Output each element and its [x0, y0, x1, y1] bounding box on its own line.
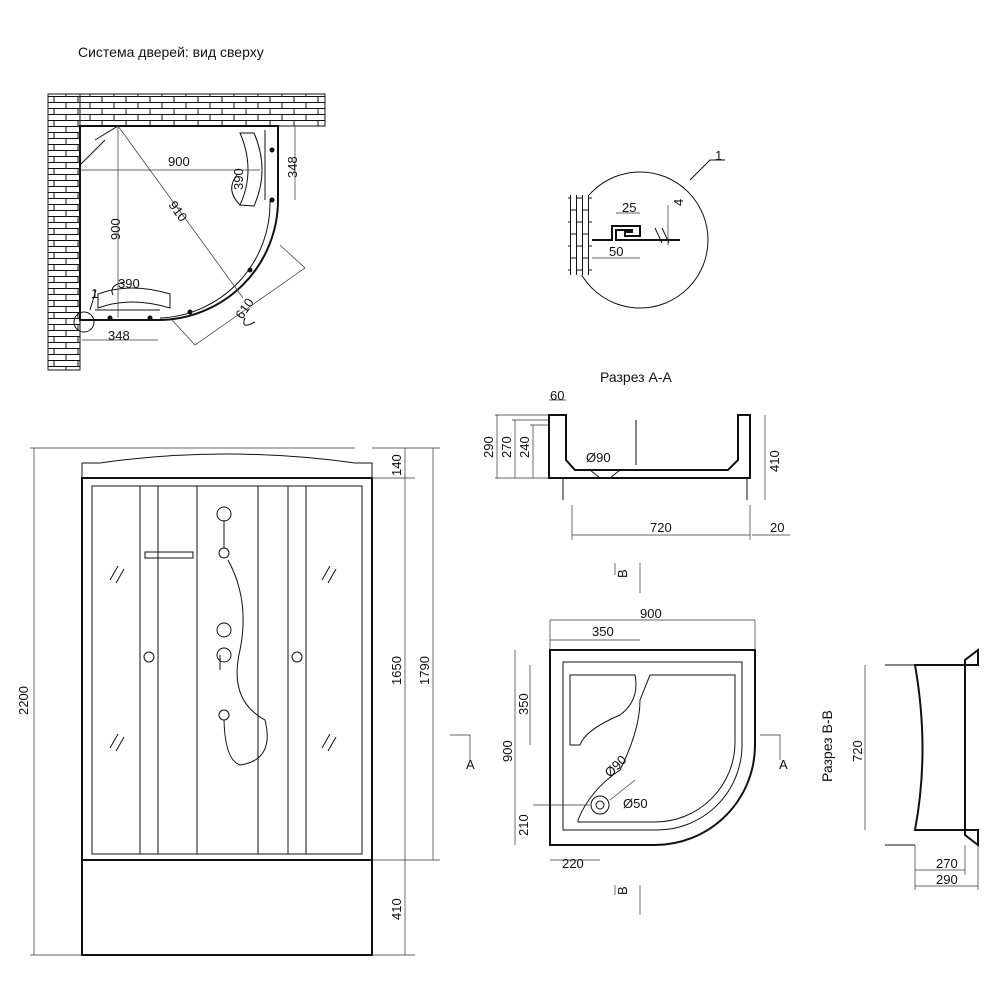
- detail-view: 1 25 4 50: [568, 148, 725, 309]
- detail-dim-4: 4: [671, 199, 686, 206]
- dim-348-bottom: 348: [108, 328, 130, 343]
- tray-dim-900-top: 900: [640, 606, 662, 621]
- section-bb-dim-290: 290: [936, 872, 958, 887]
- cabin-dim-2200: 2200: [16, 686, 31, 715]
- faucet-icon: [218, 547, 230, 559]
- tray-dim-210: 210: [516, 814, 531, 836]
- dim-900-top: 900: [168, 154, 190, 169]
- cabin-dim-1650: 1650: [389, 656, 404, 685]
- section-aa-dim-60: 60: [550, 388, 564, 403]
- detail-callout: 1: [715, 148, 722, 163]
- section-aa-dim-410: 410: [767, 450, 782, 472]
- top-view: 900 900 910 348 348 390 390 610 1: [47, 93, 326, 371]
- detail-dim-25: 25: [622, 200, 636, 215]
- detail-dim-50: 50: [609, 244, 623, 259]
- brick-wall-icon: [568, 195, 592, 275]
- tray-dim-350-left: 350: [516, 693, 531, 715]
- door-handle-icon: [291, 651, 303, 663]
- tray-dim-220: 220: [562, 856, 584, 871]
- section-aa-dim-d90: Ø90: [586, 450, 611, 465]
- callout-1-top: 1: [91, 286, 98, 301]
- section-aa-dim-20: 20: [770, 520, 784, 535]
- faucet-icon: [218, 709, 230, 721]
- section-bb: 720 270 290: [850, 647, 979, 890]
- section-aa-dim-290: 290: [481, 436, 496, 458]
- marker-b-top: B: [615, 569, 630, 578]
- door-handle-icon: [143, 651, 155, 663]
- faucet-icon: [216, 622, 232, 638]
- dim-348-right: 348: [285, 156, 300, 178]
- dim-610: 610: [232, 295, 257, 321]
- tray-dim-350-top: 350: [592, 624, 614, 639]
- brick-wall-icon: [47, 93, 81, 371]
- section-aa-dim-720: 720: [650, 520, 672, 535]
- section-bb-dim-720: 720: [850, 740, 865, 762]
- section-aa: 60 290 270 240 Ø90 410 720 20: [481, 388, 790, 540]
- tray-plan: 900 350 350 900 Ø90 Ø50 210 220 A A B B: [450, 563, 788, 915]
- marker-b-bottom: B: [615, 886, 630, 895]
- section-bb-dim-270: 270: [936, 856, 958, 871]
- top-view-title: Система дверей: вид сверху: [78, 44, 264, 60]
- cabin-dim-1790: 1790: [417, 656, 432, 685]
- faucet-icon: [216, 647, 232, 663]
- tray-dim-d90: Ø90: [602, 752, 630, 780]
- dim-390-top: 390: [231, 168, 246, 190]
- dim-390-left: 390: [118, 276, 140, 291]
- drain-icon: [590, 795, 610, 815]
- section-bb-title: Разрез B-B: [819, 710, 835, 782]
- dim-900-left: 900: [108, 218, 123, 240]
- tray-dim-d50: Ø50: [623, 796, 648, 811]
- cabin-dim-410: 410: [389, 898, 404, 920]
- marker-a-left: A: [466, 757, 475, 772]
- shower-head-icon: [216, 506, 232, 522]
- section-aa-title: Разрез А-А: [600, 369, 672, 385]
- section-aa-dim-270: 270: [499, 436, 514, 458]
- cabin-front-view: 2200 140 1650 1790 410: [16, 447, 440, 956]
- tray-dim-900-left: 900: [500, 740, 515, 762]
- cabin-dim-140: 140: [389, 454, 404, 476]
- marker-a-right: A: [779, 757, 788, 772]
- brick-wall-icon: [47, 93, 326, 127]
- section-aa-dim-240: 240: [517, 436, 532, 458]
